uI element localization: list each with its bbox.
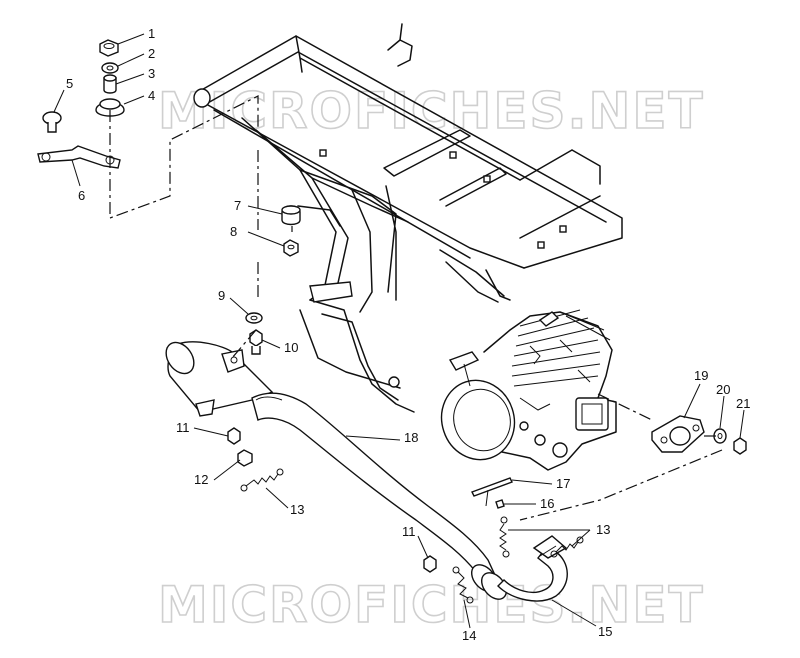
callout-13-right: 13 [596, 522, 610, 537]
callout-labels: 1 2 3 4 5 6 7 8 9 10 11 12 13 13 11 14 1… [66, 26, 750, 643]
callout-13-left: 13 [290, 502, 304, 517]
callout-14: 14 [462, 628, 476, 643]
callout-3: 3 [148, 66, 155, 81]
callout-4: 4 [148, 88, 155, 103]
callout-7: 7 [234, 198, 241, 213]
callout-20: 20 [716, 382, 730, 397]
callout-21: 21 [736, 396, 750, 411]
frame [193, 23, 623, 413]
callout-12: 12 [194, 472, 208, 487]
callout-18: 18 [404, 430, 418, 445]
callout-leaders [53, 33, 745, 629]
callout-5: 5 [66, 76, 73, 91]
callout-11-lower: 11 [402, 524, 416, 539]
callout-1: 1 [148, 26, 155, 41]
callout-19: 19 [694, 368, 708, 383]
muffler-assembly [165, 341, 568, 602]
callout-10: 10 [284, 340, 298, 355]
callout-9: 9 [218, 288, 225, 303]
alignment-lines [109, 95, 723, 521]
callout-16: 16 [540, 496, 554, 511]
callout-6: 6 [78, 188, 85, 203]
callout-17: 17 [556, 476, 570, 491]
small-parts [37, 39, 747, 604]
callout-2: 2 [148, 46, 155, 61]
engine [440, 309, 617, 471]
callout-15: 15 [598, 624, 612, 639]
callout-11-upper: 11 [176, 420, 190, 435]
watermark-bottom: MICROFICHES.NET [158, 576, 705, 634]
callout-8: 8 [230, 224, 237, 239]
